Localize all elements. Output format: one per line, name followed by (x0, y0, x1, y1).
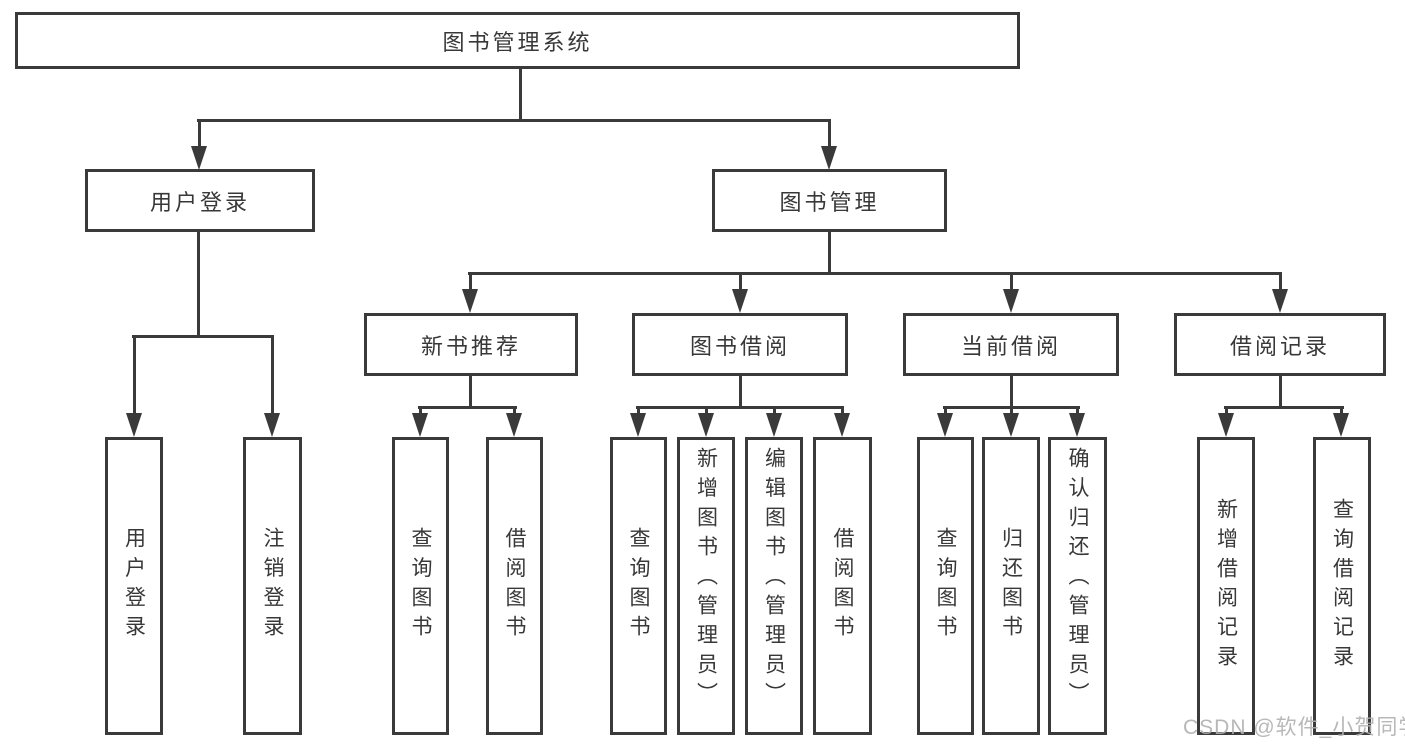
leaf-logout: 注销登录 (243, 437, 302, 735)
connector-line (636, 406, 844, 409)
node-label: 新书推荐 (420, 333, 521, 359)
leaf-label: 查询借阅记录 (1330, 497, 1354, 675)
arrowhead-icon (834, 413, 850, 437)
node-label: 当前借阅 (960, 333, 1061, 359)
connector-line (468, 272, 1282, 275)
arrowhead-icon (264, 413, 280, 437)
connector-line (519, 68, 522, 122)
connector-line (197, 119, 831, 122)
leaf-query-books-current: 查询图书 (917, 437, 974, 735)
connector-line (132, 335, 274, 338)
leaf-confirm-return-admin: 确认归还（管理员） (1048, 437, 1107, 735)
arrowhead-icon (732, 289, 748, 313)
leaf-label: 查询图书 (409, 527, 432, 645)
connector-line (271, 335, 274, 415)
node-library-system: 图书管理系统 (15, 12, 1020, 69)
leaf-add-books-admin: 新增图书（管理员） (677, 437, 735, 735)
leaf-label: 归还图书 (999, 527, 1023, 645)
connector-line (198, 119, 201, 147)
node-label: 用户登录 (149, 189, 250, 215)
leaf-borrow-books-recommend: 借阅图书 (486, 437, 543, 735)
node-book-management: 图书管理 (712, 169, 947, 232)
leaf-label: 借阅图书 (503, 527, 526, 645)
leaf-label: 用户登录 (122, 527, 146, 645)
leaf-label: 确认归还（管理员） (1066, 447, 1089, 712)
connector-line (197, 231, 200, 337)
leaf-label: 借阅图书 (831, 527, 854, 645)
csdn-watermark: CSDN @软件_小贺同学 (1183, 716, 1405, 739)
leaf-edit-books-admin: 编辑图书（管理员） (745, 437, 803, 735)
leaf-label: 注销登录 (261, 527, 284, 645)
node-label: 图书借阅 (689, 333, 790, 359)
arrowhead-icon (1069, 413, 1085, 437)
connector-line (1010, 272, 1013, 294)
connector-line (828, 119, 831, 147)
node-label: 借阅记录 (1229, 333, 1330, 359)
arrowhead-icon (698, 413, 714, 437)
leaf-label: 新增图书（管理员） (694, 447, 718, 712)
connector-line (469, 374, 472, 408)
leaf-label: 查询图书 (627, 527, 650, 645)
connector-line (418, 406, 517, 409)
leaf-add-borrow-record: 新增借阅记录 (1197, 437, 1255, 735)
arrowhead-icon (1218, 413, 1234, 437)
node-label: 图书管理系统 (442, 29, 593, 55)
arrowhead-icon (506, 413, 522, 437)
leaf-query-books-borrowing: 查询图书 (610, 437, 667, 735)
arrowhead-icon (821, 146, 837, 170)
arrowhead-icon (1333, 413, 1349, 437)
arrowhead-icon (766, 413, 782, 437)
node-user-login: 用户登录 (85, 169, 315, 232)
connector-line (739, 272, 742, 294)
arrowhead-icon (126, 413, 142, 437)
arrowhead-icon (1003, 289, 1019, 313)
node-book-borrowing: 图书借阅 (632, 313, 848, 376)
connector-line (133, 335, 136, 415)
arrowhead-icon (462, 289, 478, 313)
leaf-query-borrow-record: 查询借阅记录 (1313, 437, 1371, 735)
arrowhead-icon (191, 146, 207, 170)
arrowhead-icon (937, 413, 953, 437)
leaf-label: 查询图书 (934, 527, 957, 645)
connector-line (469, 272, 472, 294)
leaf-borrow-books: 借阅图书 (813, 437, 872, 735)
arrowhead-icon (630, 413, 646, 437)
connector-line (1010, 374, 1013, 408)
arrowhead-icon (1003, 413, 1019, 437)
connector-line (828, 231, 831, 274)
connector-line (739, 374, 742, 408)
leaf-query-books-recommend: 查询图书 (392, 437, 449, 735)
connector-line (1279, 272, 1282, 294)
leaf-user-login: 用户登录 (105, 437, 163, 735)
leaf-return-books: 归还图书 (982, 437, 1040, 735)
arrowhead-icon (412, 413, 428, 437)
connector-line (1279, 374, 1282, 408)
arrowhead-icon (1272, 289, 1288, 313)
leaf-label: 新增借阅记录 (1214, 497, 1238, 675)
leaf-label: 编辑图书（管理员） (762, 447, 786, 712)
node-current-borrowing: 当前借阅 (903, 313, 1119, 376)
connector-line (1224, 406, 1344, 409)
node-label: 图书管理 (779, 189, 880, 215)
node-borrow-records: 借阅记录 (1174, 313, 1386, 376)
node-new-book-recommend: 新书推荐 (364, 313, 578, 376)
